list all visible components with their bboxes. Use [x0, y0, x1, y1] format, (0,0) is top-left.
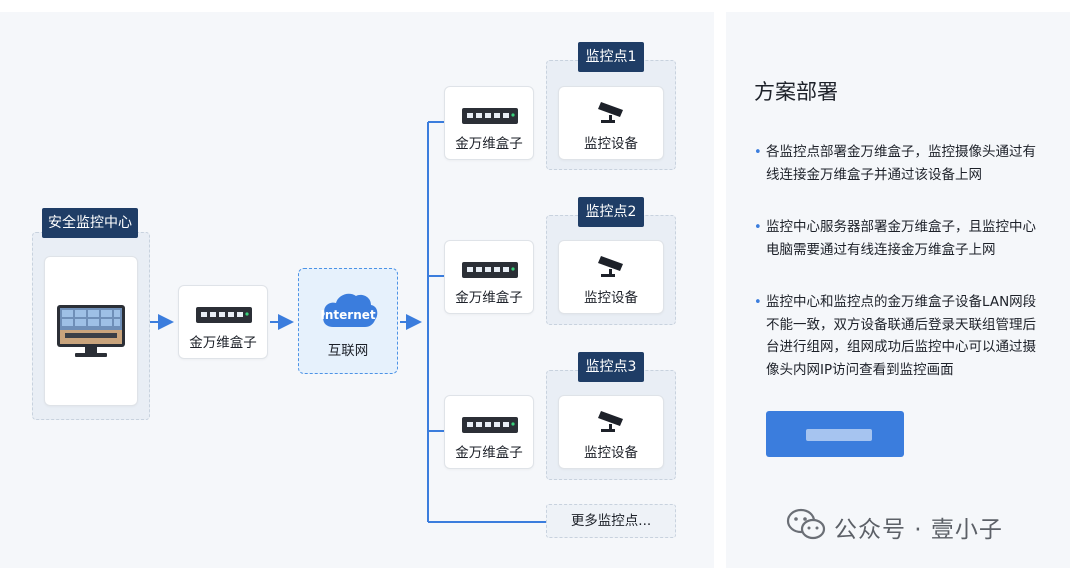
site-2-box-label: 金万维盒子	[455, 290, 523, 306]
site-1-box-card: 金万维盒子	[444, 86, 534, 160]
bullet-text-2: 监控中心服务器部署金万维盒子，且监控中心电脑需要通过有线连接金万维盒子上网	[766, 219, 1036, 258]
bullet-item-2: • 监控中心服务器部署金万维盒子，且监控中心电脑需要通过有线连接金万维盒子上网	[754, 216, 1044, 261]
site-2-device-card: 监控设备	[558, 240, 664, 314]
site-1-device-card: 监控设备	[558, 86, 664, 160]
site-2-box-card: 金万维盒子	[444, 240, 534, 314]
site-1-device-label: 监控设备	[584, 136, 638, 152]
internet-label: 互联网	[327, 343, 369, 359]
site-3-device-card: 监控设备	[558, 395, 664, 469]
bullet-dot: •	[754, 220, 762, 235]
bullet-text-3: 监控中心和监控点的金万维盒子设备LAN网段不能一致，双方设备联通后登录天联组管理…	[766, 294, 1037, 378]
cta-button[interactable]	[766, 411, 904, 457]
cta-button-blurred-label	[806, 429, 872, 441]
bullet-item-1: • 各监控点部署金万维盒子，监控摄像头通过有线连接金万维盒子并通过该设备上网	[754, 141, 1044, 186]
wechat-icon	[786, 508, 826, 546]
cloud-icon	[319, 291, 379, 335]
site-1-tag: 监控点1	[578, 42, 644, 72]
router-icon	[195, 304, 253, 330]
site-2-device-label: 监控设备	[584, 290, 638, 306]
cctv-camera-icon	[598, 408, 626, 438]
watermark: 公众号 · 壹小子	[786, 508, 1003, 546]
center-title-tag: 安全监控中心	[42, 208, 138, 238]
bullet-text-1: 各监控点部署金万维盒子，监控摄像头通过有线连接金万维盒子并通过该设备上网	[766, 144, 1036, 183]
site-2-tag: 监控点2	[578, 197, 644, 227]
internet-card: Internet 互联网	[298, 268, 398, 374]
monitor-wall-card	[44, 256, 138, 406]
watermark-text: 公众号 · 壹小子	[834, 517, 1003, 543]
site-1-box-label: 金万维盒子	[455, 136, 523, 152]
monitor-wall-icon	[55, 303, 127, 363]
router-icon	[461, 414, 519, 440]
site-3-box-card: 金万维盒子	[444, 395, 534, 469]
cloud-text: Internet	[320, 308, 376, 322]
site-3-tag: 监控点3	[578, 352, 644, 382]
cctv-camera-icon	[598, 253, 626, 283]
router-icon	[461, 259, 519, 285]
cctv-camera-icon	[598, 99, 626, 129]
site-3-device-label: 监控设备	[584, 445, 638, 461]
bullet-dot: •	[754, 145, 762, 160]
panel-title: 方案部署	[754, 80, 838, 104]
center-box-label: 金万维盒子	[189, 335, 257, 351]
site-3-box-label: 金万维盒子	[455, 445, 523, 461]
center-box-card: 金万维盒子	[178, 285, 268, 359]
more-sites-box: 更多监控点...	[546, 504, 676, 538]
router-icon	[461, 105, 519, 131]
bullet-dot: •	[754, 295, 762, 310]
bullet-item-3: • 监控中心和监控点的金万维盒子设备LAN网段不能一致，双方设备联通后登录天联组…	[754, 291, 1044, 381]
description-panel	[726, 12, 1070, 568]
